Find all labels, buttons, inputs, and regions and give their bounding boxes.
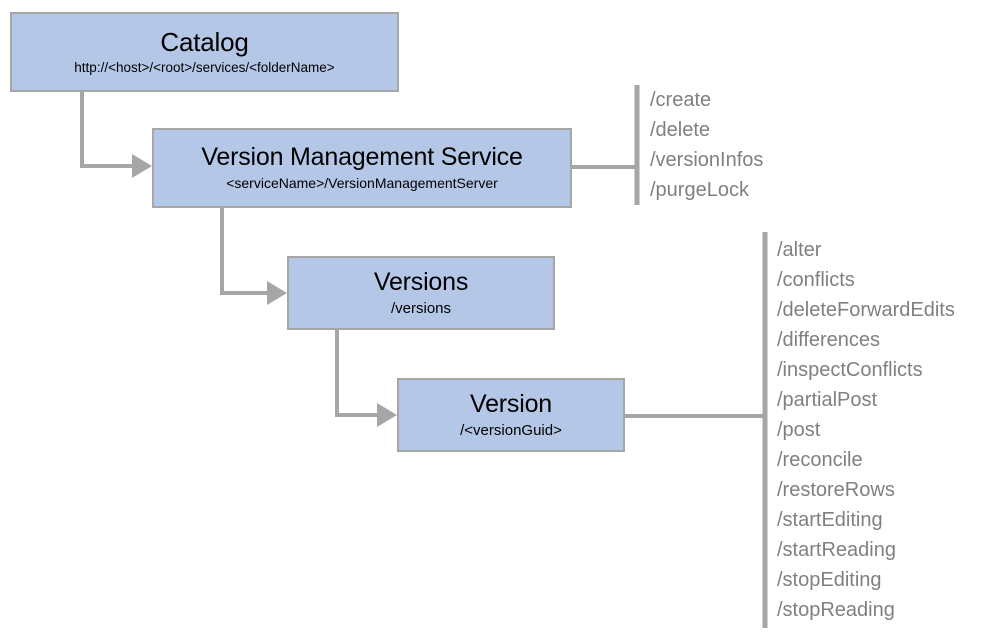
node-version-management-service-title: Version Management Service [201, 143, 523, 172]
node-catalog[interactable]: Catalog http://<host>/<root>/services/<f… [10, 12, 399, 92]
operation-item[interactable]: /versionInfos [650, 149, 764, 171]
operation-list-version-management-service: /create /delete /versionInfos /purgeLock [650, 85, 763, 205]
node-version-management-service[interactable]: Version Management Service <serviceName>… [152, 128, 572, 208]
node-catalog-title: Catalog [160, 27, 249, 58]
operation-item[interactable]: /partialPost [777, 389, 878, 411]
node-catalog-subtitle: http://<host>/<root>/services/<folderNam… [74, 60, 335, 76]
operation-item[interactable]: /delete [650, 119, 711, 141]
connector-catalog-to-vms [80, 92, 152, 178]
operation-item[interactable]: /post [777, 419, 821, 441]
operation-item[interactable]: /create [650, 89, 712, 111]
operation-item[interactable]: /reconcile [777, 449, 863, 471]
node-versions-subtitle: /versions [390, 299, 452, 317]
connector-vms-to-operations [572, 85, 640, 205]
operation-item[interactable]: /purgeLock [650, 179, 749, 201]
node-version-subtitle: /<versionGuid> [460, 421, 562, 439]
node-version[interactable]: Version /<versionGuid> [397, 378, 625, 452]
node-versions-title: Versions [373, 267, 469, 296]
operation-item[interactable]: /startEditing [777, 509, 883, 531]
operation-item[interactable]: /differences [777, 329, 881, 351]
operation-item[interactable]: /startReading [777, 539, 896, 561]
connector-versions-to-version [335, 330, 397, 427]
operation-item[interactable]: /stopEditing [777, 569, 882, 591]
node-versions[interactable]: Versions /versions [287, 256, 555, 330]
operation-item[interactable]: /deleteForwardEdits [777, 299, 955, 321]
node-version-title: Version [470, 389, 552, 418]
operation-list-version: /alter /conflicts /deleteForwardEdits /d… [777, 235, 955, 625]
connector-version-to-operations [625, 232, 768, 628]
node-version-management-service-subtitle: <serviceName>/VersionManagementServer [226, 175, 498, 192]
operation-item[interactable]: /alter [777, 239, 822, 261]
operation-item[interactable]: /stopReading [777, 599, 895, 621]
operation-item[interactable]: /conflicts [777, 269, 855, 291]
operation-item[interactable]: /inspectConflicts [777, 359, 923, 381]
connector-vms-to-versions [220, 208, 287, 305]
operation-item[interactable]: /restoreRows [777, 479, 895, 501]
